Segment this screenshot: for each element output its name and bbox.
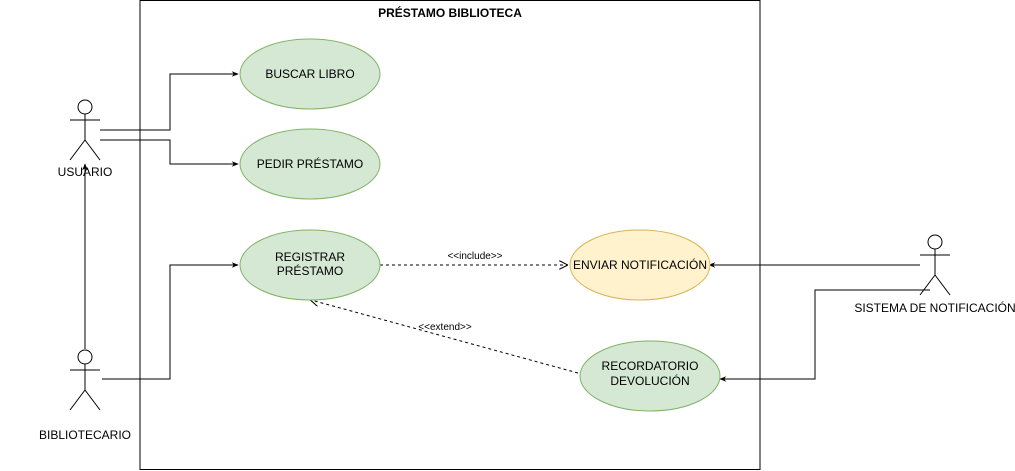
actor-label: BIBLIOTECARIO <box>39 428 131 442</box>
system-boundary <box>139 0 761 470</box>
use-case-label-line-2: PRÉSTAMO <box>277 263 343 278</box>
use-case-label: ENVIAR NOTIFICACIÓN <box>573 257 707 272</box>
use-case-registrar-prestamo[interactable]: REGISTRAR PRÉSTAMO <box>239 229 381 301</box>
use-case-label-line-1: REGISTRAR <box>275 250 345 264</box>
assoc-usuario-pedir <box>100 139 239 167</box>
use-case-buscar-libro[interactable]: BUSCAR LIBRO <box>239 38 381 110</box>
assoc-bibliotecario-registrar <box>102 262 239 380</box>
use-case-pedir-prestamo[interactable]: PEDIR PRÉSTAMO <box>239 128 381 200</box>
actor-usuario[interactable]: USUARIO <box>58 99 113 179</box>
use-case-label: BUSCAR LIBRO <box>265 67 354 81</box>
assoc-sistema-recordatorio <box>719 289 930 382</box>
actor-label: USUARIO <box>58 165 113 179</box>
use-case-recordatorio-devolucion[interactable]: RECORDATORIO DEVOLUCIÓN <box>579 340 721 412</box>
actor-label: SISTEMA DE NOTIFICACIÓN <box>854 300 1015 315</box>
actor-bibliotecario[interactable]: BIBLIOTECARIO <box>39 349 131 442</box>
extend-arrow <box>311 300 579 374</box>
use-case-label: PEDIR PRÉSTAMO <box>257 156 363 171</box>
include-label: <<include>> <box>447 251 502 262</box>
assoc-usuario-buscar <box>100 71 239 131</box>
actor-sistema-notificacion[interactable]: SISTEMA DE NOTIFICACIÓN <box>854 234 1015 315</box>
extend-label: <<extend>> <box>418 322 472 333</box>
use-case-label-line-1: RECORDATORIO <box>602 359 699 373</box>
system-title: PRÉSTAMO BIBLIOTECA <box>378 5 522 20</box>
use-case-enviar-notificacion[interactable]: ENVIAR NOTIFICACIÓN <box>569 229 711 301</box>
use-case-label-line-2: DEVOLUCIÓN <box>610 373 689 388</box>
